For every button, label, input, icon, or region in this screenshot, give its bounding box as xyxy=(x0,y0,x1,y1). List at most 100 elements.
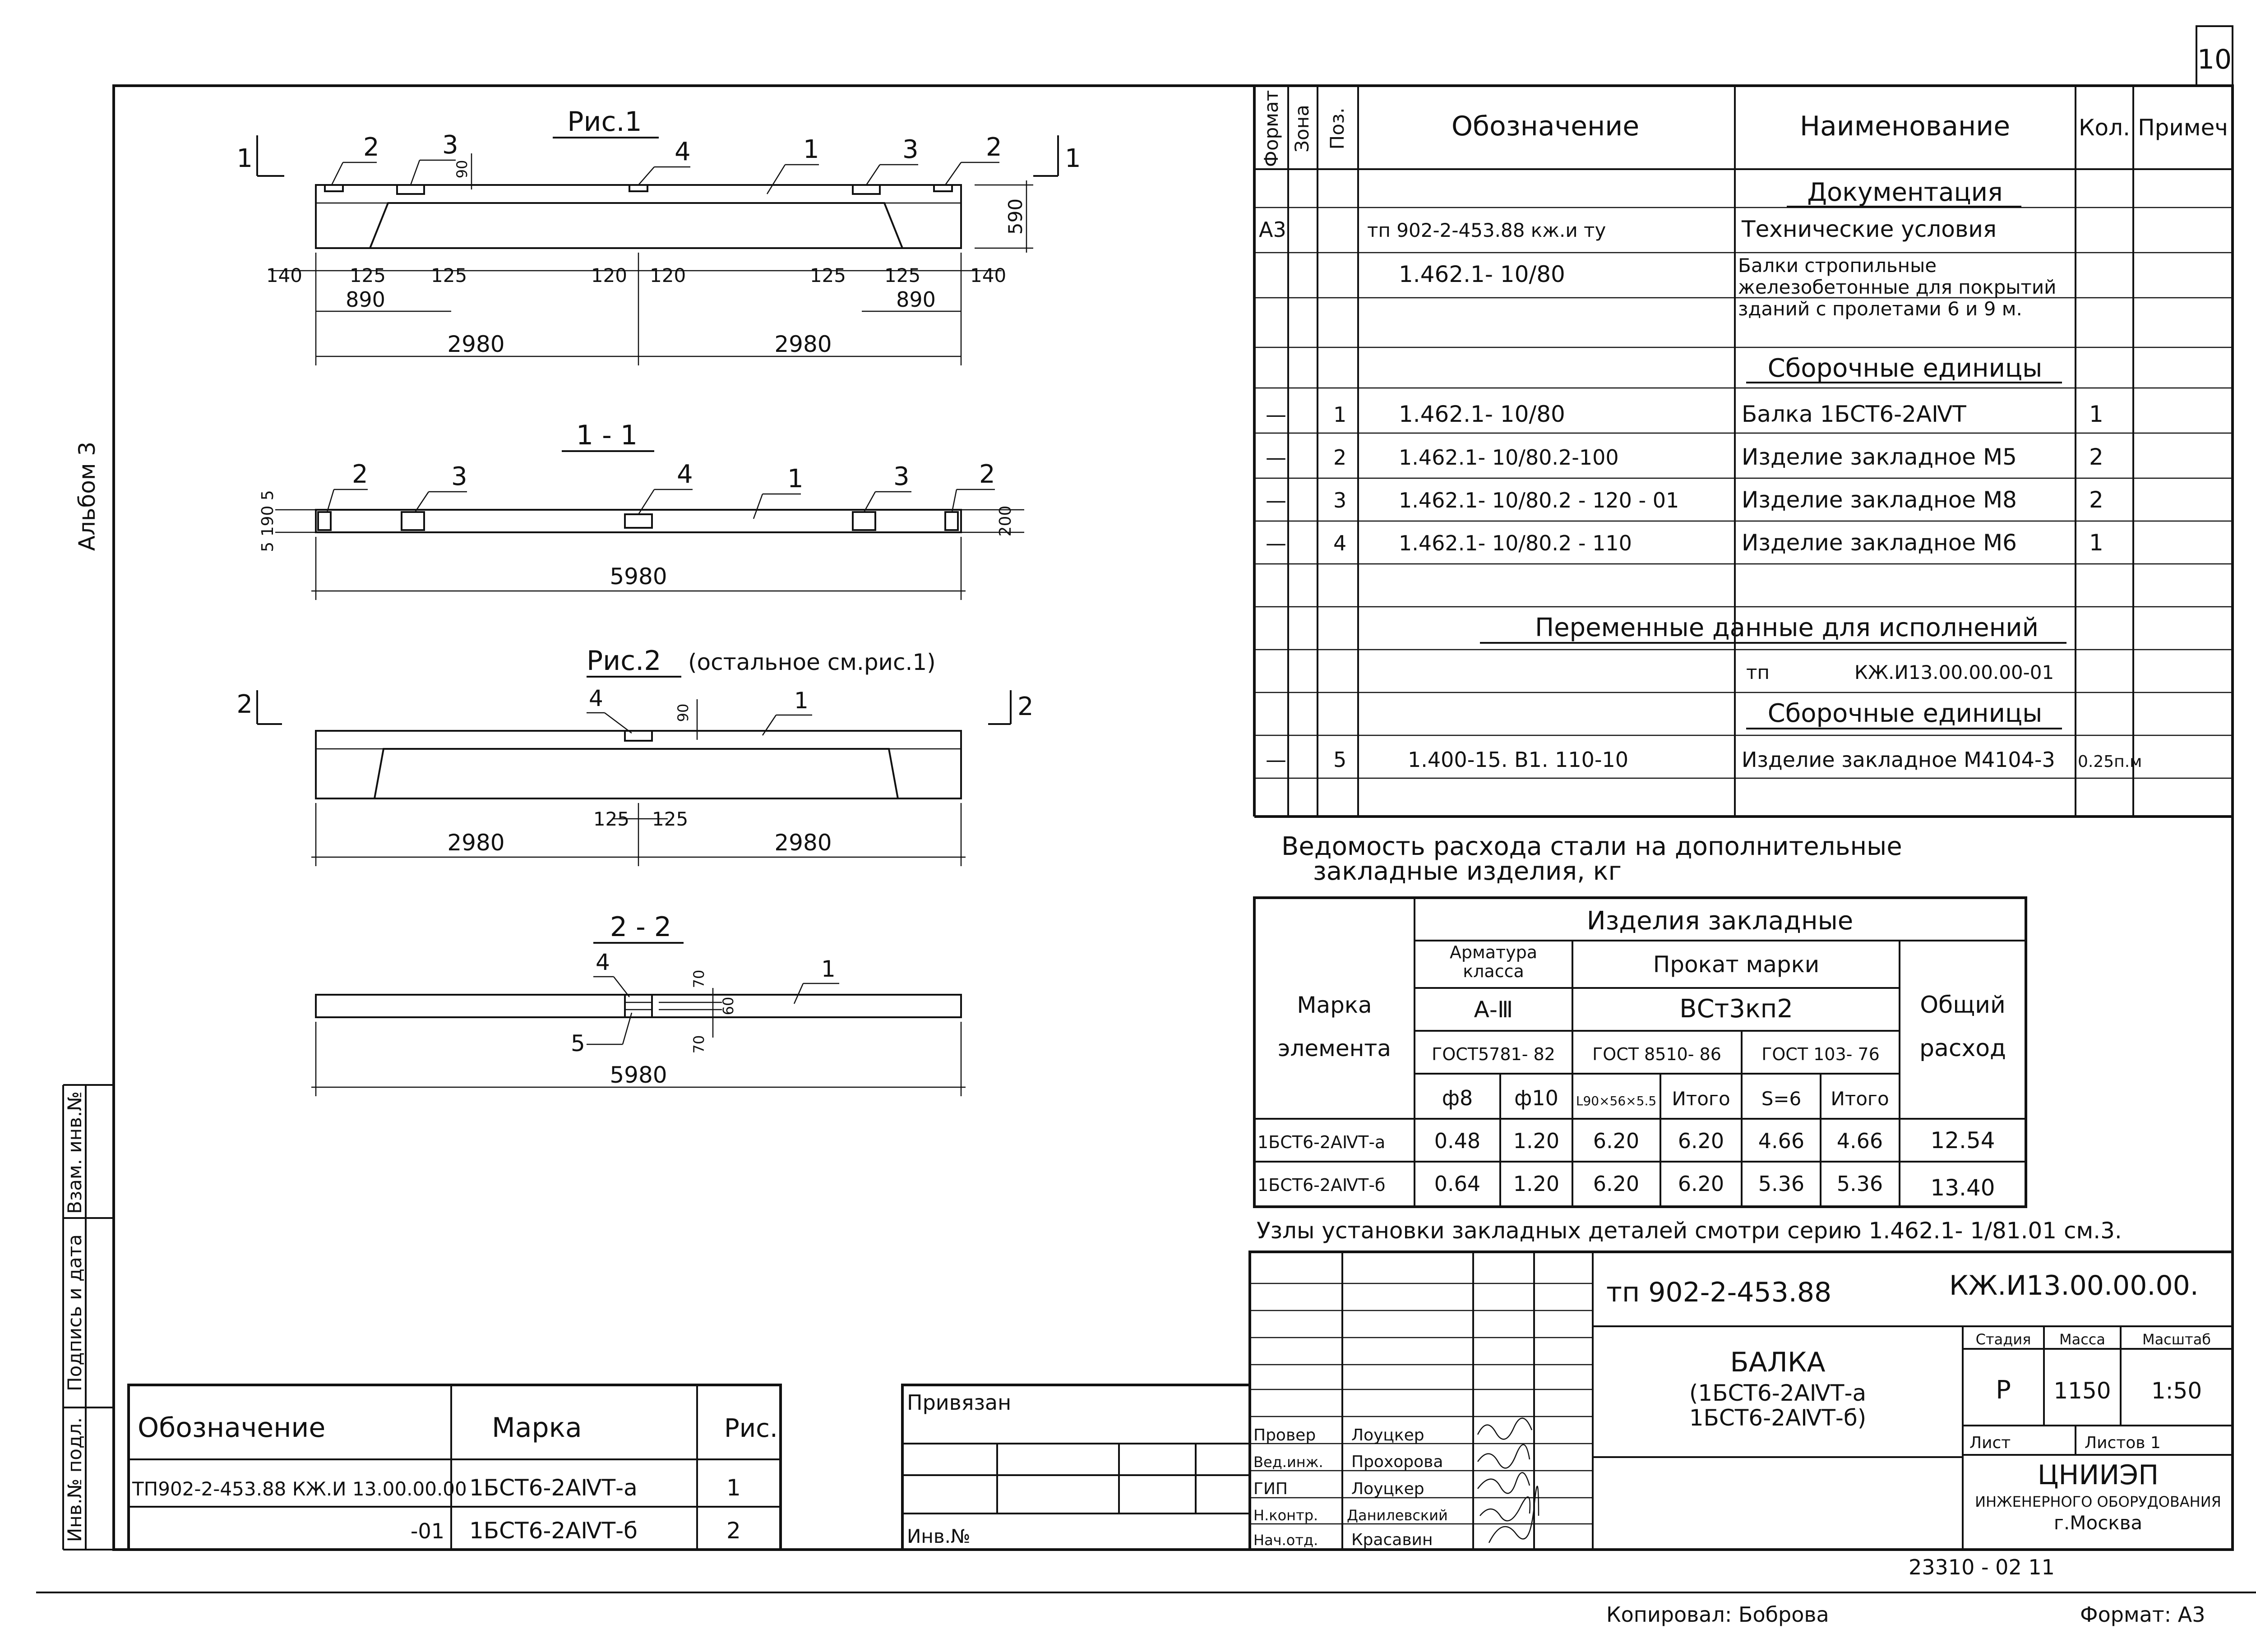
steel-row2-f10: 1.20 xyxy=(1513,1172,1559,1196)
variants-row2-fig: 2 xyxy=(726,1518,741,1544)
spec-row5-code: 1.462.1- 10/80 xyxy=(1399,401,1565,427)
stamp-role-1: Провер xyxy=(1253,1426,1316,1444)
inv-no-label: Инв.№ xyxy=(907,1525,971,1547)
specification-table: Формат Зона Поз. Обозначение Наименовани… xyxy=(1253,86,2233,818)
privyazan-block: Привязан Инв.№ xyxy=(901,1384,1251,1551)
spec-row8-fmt: — xyxy=(1266,531,1286,555)
spec-header-qty: Кол. xyxy=(2079,115,2130,141)
stamp-scale-header: Масштаб xyxy=(2142,1331,2211,1348)
variants-row1-fig: 1 xyxy=(726,1475,741,1501)
format-label: Формат: А3 xyxy=(2080,1602,2205,1627)
steel-row1-f10: 1.20 xyxy=(1513,1129,1559,1153)
section11-title: 1 - 1 xyxy=(576,420,638,451)
section11-dim-left: 5 190 5 xyxy=(259,490,277,552)
section22-title: 2 - 2 xyxy=(610,911,671,943)
variants-row1-mark: 1БСТ6-2АⅣТ-а xyxy=(469,1475,638,1501)
fig1-dim-120-a: 120 xyxy=(591,264,627,286)
privyazan-label: Привязан xyxy=(907,1390,1011,1415)
fig1-dim-140-right: 140 xyxy=(970,264,1006,286)
spec-header-note: Примеч xyxy=(2138,115,2228,141)
spec-variable-heading: Переменные данные для исполнений xyxy=(1535,613,2039,642)
spec-row8-code: 1.462.1- 10/80.2 - 110 xyxy=(1399,531,1632,555)
side-label-sign: Подпись и дата xyxy=(64,1234,86,1391)
spec-row7-fmt: — xyxy=(1266,488,1286,512)
section22-dim-length: 5980 xyxy=(610,1062,667,1088)
spec-header-code: Обозначение xyxy=(1452,111,1639,142)
spec-row6-qty: 2 xyxy=(2089,444,2103,470)
stamp-stage-header: Стадия xyxy=(1976,1331,2031,1348)
spec-variant-row-qty: 0.25п.м xyxy=(2078,752,2142,771)
stamp-stage: Р xyxy=(1996,1375,2011,1405)
number-below: 23310 - 02 11 xyxy=(1909,1555,2055,1579)
fig2-section-mark-right: 2 xyxy=(1017,692,1034,721)
section11-pos-1: 1 xyxy=(787,464,804,494)
fig2-title: Рис.2 xyxy=(587,645,661,677)
fig1-section-mark-left: 1 xyxy=(236,144,253,173)
stamp-sheets: Листов 1 xyxy=(2085,1434,2161,1452)
fig2-pos-4: 4 xyxy=(589,685,603,711)
variants-header-mark: Марка xyxy=(492,1412,582,1444)
stamp-name-2: Прохорова xyxy=(1351,1453,1443,1471)
steel-sub-s6: S=6 xyxy=(1761,1088,1802,1110)
steel-header-gost-a: ГОСТ5781- 82 xyxy=(1432,1044,1555,1064)
steel-row1-angle: 6.20 xyxy=(1593,1129,1639,1153)
steel-sub-f8: ф8 xyxy=(1442,1086,1473,1110)
title-block: Провер Лоуцкер Вед.инж. Прохорова ГИП Ло… xyxy=(1248,1251,2234,1551)
variants-row1-code: ТП902-2-453.88 КЖ.И 13.00.00.00 xyxy=(132,1478,467,1500)
steel-table: Ведомость расхода стали на дополнительны… xyxy=(1253,832,2027,1208)
spec-row8-name: Изделие закладное М6 xyxy=(1742,530,2017,556)
steel-header-group: Изделия закладные xyxy=(1587,906,1854,936)
fig1-pos-3-right: 3 xyxy=(902,135,919,164)
fig2-dim-125-b: 125 xyxy=(652,808,688,830)
steel-title-line2: закладные изделия, кг xyxy=(1313,857,1622,886)
fig2-section-mark-left: 2 xyxy=(236,690,253,719)
stamp-code: КЖ.И13.00.00.00. xyxy=(1949,1270,2199,1301)
steel-header-steel: ВСт3кп2 xyxy=(1679,994,1793,1024)
spec-row6-code: 1.462.1- 10/80.2-100 xyxy=(1399,445,1619,470)
fig2-dim-2980-left: 2980 xyxy=(447,830,504,856)
spec-header-format: Формат xyxy=(1260,90,1282,167)
fig2-note: (остальное см.рис.1) xyxy=(688,649,936,675)
spec-row7-name: Изделие закладное М8 xyxy=(1742,487,2017,513)
spec-row7-qty: 2 xyxy=(2089,487,2103,513)
fig1-dim-125-c: 125 xyxy=(810,264,846,286)
steel-header-gost-c: ГОСТ 103- 76 xyxy=(1761,1044,1880,1064)
fig2-pos-1: 1 xyxy=(794,688,809,714)
steel-row1-s6: 4.66 xyxy=(1758,1129,1804,1153)
figure-2: Рис.2 (остальное см.рис.1) 2 2 4 1 90 12… xyxy=(236,645,1034,866)
steel-row2-s6: 5.36 xyxy=(1758,1172,1804,1196)
variants-header-code: Обозначение xyxy=(138,1412,325,1444)
spec-variant-fmt: — xyxy=(1266,748,1286,772)
stamp-sheet: Лист xyxy=(1969,1434,2011,1452)
spec-variant-code: КЖ.И13.00.00.00-01 xyxy=(1854,661,2054,683)
spec-row6-fmt: — xyxy=(1266,445,1286,470)
spec-row5-name: Балка 1БСТ6-2АⅣТ xyxy=(1742,401,1966,427)
steel-row1-mark: 1БСТ6-2АⅣТ-а xyxy=(1257,1132,1385,1152)
spec-header-pos: Поз. xyxy=(1326,108,1348,150)
section-2-2: 2 - 2 4 1 5 70 60 70 5980 xyxy=(311,911,966,1096)
spec-row2-fmt: А3 xyxy=(1259,217,1286,242)
section22-pos-1: 1 xyxy=(821,956,836,982)
spec-row6-name: Изделие закладное М5 xyxy=(1742,444,2017,470)
spec-row5-qty: 1 xyxy=(2089,401,2103,427)
stamp-role-4: Н.контр. xyxy=(1253,1507,1318,1524)
spec-variant-row-name: Изделие закладное М4104-3 xyxy=(1742,748,2055,772)
spec-variant-subheading: Сборочные единицы xyxy=(1768,699,2043,728)
copied-by: Копировал: Боброва xyxy=(1606,1602,1829,1627)
fig1-dim-590: 590 xyxy=(1004,198,1026,235)
stamp-sub2: 1БСТ6-2АⅣТ-б) xyxy=(1689,1405,1867,1431)
section11-pos-3-right: 3 xyxy=(893,462,910,491)
page-number-box xyxy=(2196,25,2233,87)
spec-header-zone: Зона xyxy=(1291,105,1313,152)
steel-row2-total-b: 5.36 xyxy=(1837,1172,1883,1196)
stamp-org2: ИНЖЕНЕРНОГО ОБОРУДОВАНИЯ xyxy=(1975,1493,2221,1510)
spec-row3-code: 1.462.1- 10/80 xyxy=(1399,261,1565,287)
stamp-scale: 1:50 xyxy=(2151,1378,2202,1404)
fig2-dim-2980-right: 2980 xyxy=(774,830,832,856)
signature-3 xyxy=(1477,1472,1530,1494)
steel-sub-total-a: Итого xyxy=(1672,1088,1730,1110)
steel-row1-total-b: 4.66 xyxy=(1837,1129,1883,1153)
stamp-name-1: Лоуцкер xyxy=(1351,1426,1424,1444)
side-label-inv: Инв.№ подл. xyxy=(64,1417,86,1542)
